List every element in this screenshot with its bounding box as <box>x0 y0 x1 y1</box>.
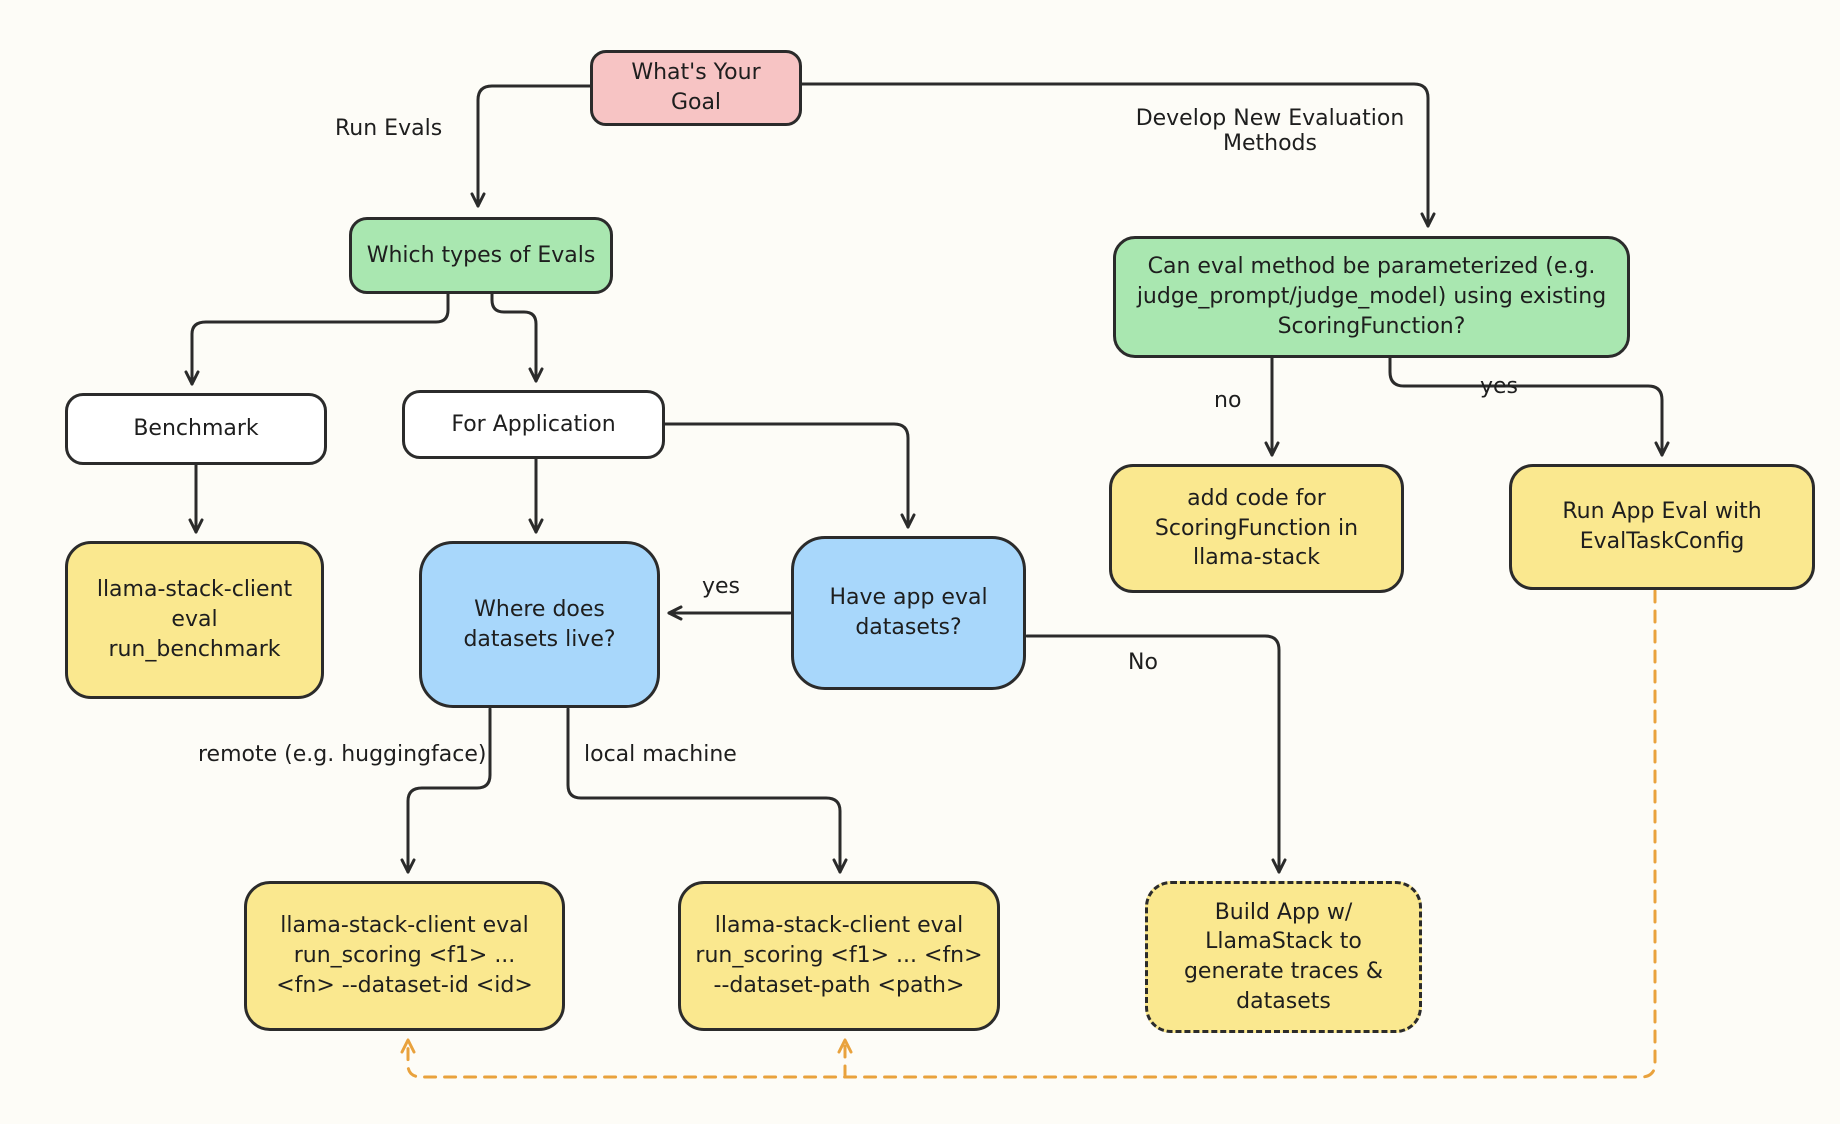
node-run-benchmark-command-label: llama-stack-client eval run_benchmark <box>96 577 293 662</box>
arrow-where-datasets-to-run-scoring-id <box>400 707 492 874</box>
arrow-run-app-eval-feedback-to-run-scoring-id <box>400 589 1657 1079</box>
node-whats-your-goal: What's Your Goal <box>590 50 802 126</box>
node-run-benchmark-command: llama-stack-client eval run_benchmark <box>65 541 324 699</box>
node-run-app-eval-with-evaltaskconfig: Run App Eval with EvalTaskConfig <box>1509 464 1815 590</box>
edge-label-no-have-datasets: No <box>1128 650 1158 675</box>
node-add-code-for-scoringfunction: add code for ScoringFunction in llama-st… <box>1109 464 1404 593</box>
arrow-for-application-to-have-datasets <box>663 422 916 529</box>
arrow-where-datasets-to-run-scoring-path <box>566 707 848 874</box>
node-have-app-eval-datasets: Have app eval datasets? <box>791 536 1026 690</box>
node-benchmark: Benchmark <box>65 393 327 465</box>
node-run-scoring-dataset-id-command: llama-stack-client eval run_scoring <f1>… <box>244 881 565 1031</box>
node-which-types-of-evals: Which types of Evals <box>349 217 613 294</box>
node-can-eval-method-be-parameterized-label: Can eval method be parameterized (e.g. j… <box>1136 254 1607 339</box>
arrow-goal-to-which-types <box>470 84 592 208</box>
node-add-code-for-scoringfunction-label: add code for ScoringFunction in llama-st… <box>1154 485 1359 571</box>
node-have-app-eval-datasets-label: Have app eval datasets? <box>829 585 988 640</box>
edge-label-yes-have-datasets: yes <box>702 574 741 599</box>
node-run-scoring-dataset-path-command: llama-stack-client eval run_scoring <f1>… <box>678 881 1000 1031</box>
node-run-scoring-dataset-id-command-label: llama-stack-client eval run_scoring <f1>… <box>276 913 533 998</box>
edge-label-local-machine: local machine <box>584 742 737 767</box>
arrow-goal-to-can-parameterize <box>800 82 1436 228</box>
node-for-application-label: For Application <box>451 411 616 437</box>
node-build-app-with-llamastack-label: Build App w/ LlamaStack to generate trac… <box>1183 899 1384 1014</box>
node-whats-your-goal-label: What's Your Goal <box>631 60 761 115</box>
node-for-application: For Application <box>402 390 665 459</box>
node-can-eval-method-be-parameterized: Can eval method be parameterized (e.g. j… <box>1113 236 1630 358</box>
edge-label-develop-new-evaluation-methods: Develop New Evaluation Methods <box>1135 106 1405 156</box>
arrow-which-types-to-benchmark <box>184 292 450 386</box>
node-benchmark-label: Benchmark <box>133 416 259 442</box>
edge-label-run-evals: Run Evals <box>335 116 443 141</box>
arrow-can-parameterize-to-run-app-eval <box>1388 356 1670 457</box>
node-where-does-datasets-live-label: Where does datasets live? <box>463 596 616 652</box>
node-run-app-eval-with-evaltaskconfig-label: Run App Eval with EvalTaskConfig <box>1562 499 1762 554</box>
node-build-app-with-llamastack: Build App w/ LlamaStack to generate trac… <box>1145 881 1422 1033</box>
node-where-does-datasets-live: Where does datasets live? <box>419 541 660 708</box>
node-run-scoring-dataset-path-command-label: llama-stack-client eval run_scoring <f1>… <box>695 913 983 998</box>
node-which-types-of-evals-label: Which types of Evals <box>366 242 596 268</box>
edge-label-no-parameterize: no <box>1214 388 1242 413</box>
arrow-have-datasets-to-build-app <box>1025 634 1287 874</box>
arrow-which-types-to-for-application <box>490 292 544 383</box>
edge-label-remote-huggingface: remote (e.g. huggingface) <box>198 742 487 767</box>
edge-label-yes-parameterize: yes <box>1480 374 1519 399</box>
